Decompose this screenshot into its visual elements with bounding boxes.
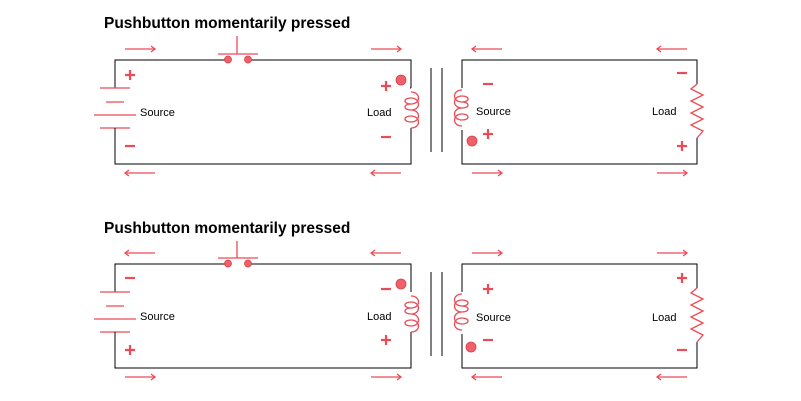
battery-symbol: [94, 87, 136, 136]
primary-circuit: [114, 59, 412, 165]
secondary-load-plus-sign: [675, 271, 689, 285]
current-arrow: [370, 169, 402, 177]
current-arrow: [124, 169, 156, 177]
resistor-symbol: [689, 83, 705, 139]
panel-1: Pushbutton momentarily pressed Source: [94, 15, 705, 177]
secondary-source-plus-sign: [481, 127, 495, 141]
pushbutton-symbol: [218, 241, 258, 268]
current-arrow: [370, 249, 402, 257]
primary-coil: [404, 295, 420, 333]
load-label: Load: [367, 311, 391, 323]
current-arrow: [471, 249, 503, 257]
load-plus-sign: [379, 333, 393, 347]
current-arrow: [656, 45, 688, 53]
current-arrow: [656, 169, 688, 177]
secondary-coil: [453, 89, 469, 127]
secondary-load-label: Load: [652, 312, 676, 324]
battery-symbol: [94, 291, 136, 340]
current-arrow: [656, 249, 688, 257]
secondary-load-label: Load: [652, 106, 676, 118]
current-arrow: [471, 169, 503, 177]
primary-coil: [404, 91, 420, 129]
polarity-dot: [465, 341, 477, 353]
current-arrow: [370, 45, 402, 53]
polarity-dot: [466, 135, 478, 147]
current-arrow: [370, 373, 402, 381]
load-plus-sign: [379, 79, 393, 93]
current-arrow: [656, 373, 688, 381]
secondary-source-plus-sign: [481, 282, 495, 296]
secondary-source-label: Source: [476, 312, 511, 324]
current-arrow: [124, 45, 156, 53]
source-plus-sign: [123, 343, 137, 357]
pushbutton-symbol: [218, 36, 258, 64]
primary-circuit: [114, 263, 412, 369]
source-label: Source: [140, 311, 175, 323]
source-plus-sign: [123, 68, 137, 82]
current-arrow: [124, 249, 156, 257]
current-arrow: [471, 45, 503, 53]
secondary-source-label: Source: [476, 106, 511, 118]
secondary-coil: [453, 293, 469, 331]
secondary-load-plus-sign: [675, 139, 689, 153]
transformer-core: [430, 68, 443, 152]
source-label: Source: [140, 107, 175, 119]
panel-title: Pushbutton momentarily pressed: [104, 15, 350, 32]
polarity-dot: [395, 74, 407, 86]
panel-title: Pushbutton momentarily pressed: [104, 220, 350, 237]
secondary-circuit: [461, 263, 698, 369]
load-label: Load: [367, 107, 391, 119]
resistor-symbol: [689, 287, 705, 343]
panel-2: Pushbutton momentarily pressed Source: [94, 220, 705, 381]
polarity-dot: [395, 278, 407, 290]
current-arrow: [124, 373, 156, 381]
transformer-core: [430, 272, 443, 356]
current-arrow: [471, 373, 503, 381]
secondary-circuit: [461, 59, 698, 165]
